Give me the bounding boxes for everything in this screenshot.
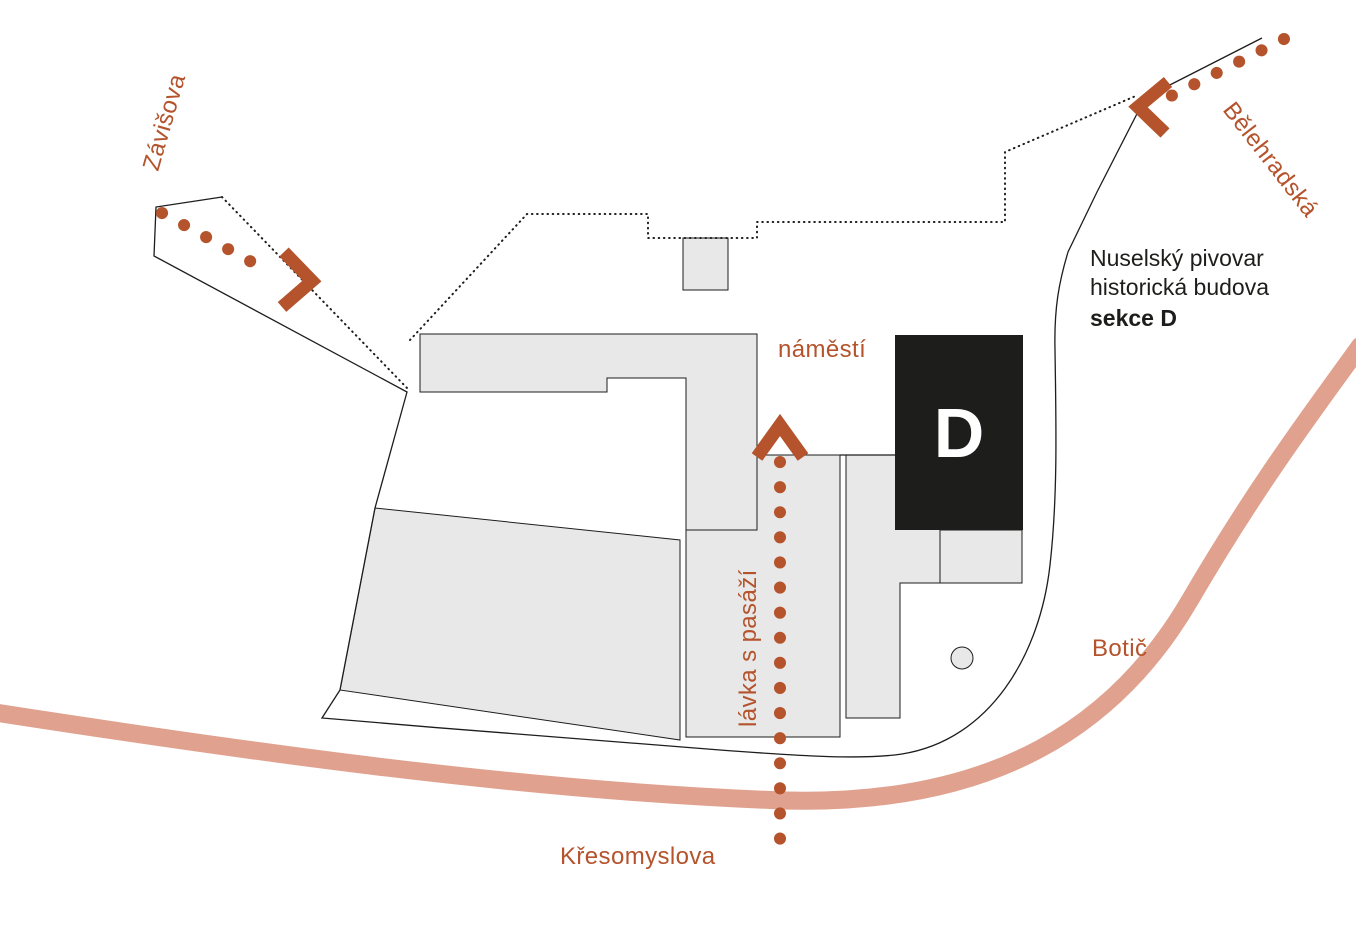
street-label-belehradska: Bělehradská — [1217, 97, 1323, 222]
building-d — [895, 335, 1023, 530]
building-d-label: D — [934, 394, 985, 472]
building-block-top — [419, 333, 758, 531]
label-namesti: náměstí — [778, 336, 866, 363]
info-line-2: historická budova — [1090, 274, 1269, 300]
pedestrian-routes — [156, 33, 1290, 864]
info-line-1: Nuselský pivovar — [1090, 245, 1264, 271]
small-circle-structure — [950, 646, 974, 670]
route-chevron-belehradska — [1128, 77, 1173, 138]
building-block-under-d — [939, 529, 1023, 584]
route-dots-zavisova — [156, 207, 276, 278]
site-boundary-line — [153, 37, 1263, 758]
street-label-kresomyslova: Křesomyslova — [560, 843, 716, 870]
info-line-3: sekce D — [1090, 305, 1177, 331]
building-block-lower-left — [339, 507, 681, 741]
botic-stream — [0, 337, 1356, 810]
label-lavka-s-pasazi: lávka s pasáží — [735, 569, 762, 727]
label-botic: Botič — [1092, 635, 1147, 662]
dotted-path-left — [221, 196, 408, 389]
route-dots-belehradska — [1157, 33, 1290, 106]
dotted-path-top — [409, 94, 1139, 341]
street-label-zavisova: Závišova — [138, 71, 191, 174]
route-chevron-zavisova — [277, 247, 322, 312]
info-text-block: Nuselský pivovar historická budova sekce… — [1090, 245, 1269, 331]
route-chevron-passage — [751, 413, 809, 461]
building-block-small-square — [682, 237, 729, 291]
